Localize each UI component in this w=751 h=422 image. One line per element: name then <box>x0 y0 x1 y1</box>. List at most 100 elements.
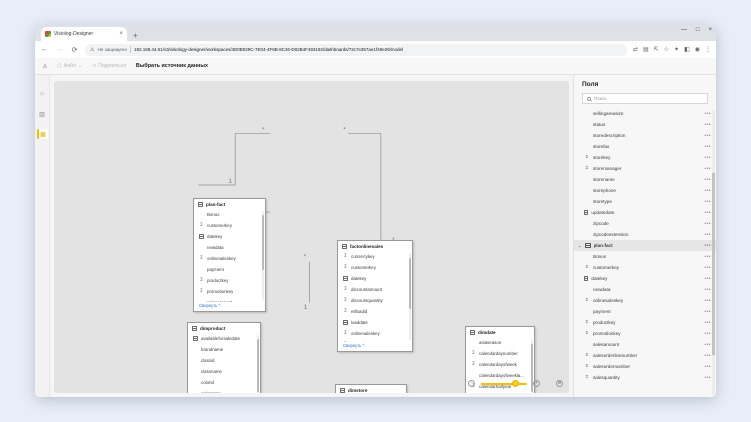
entity-card-scrollbar[interactable] <box>257 335 259 393</box>
sidebar-item-charts[interactable]: ▥ <box>39 111 45 118</box>
entity-field[interactable]: brandname <box>188 344 256 355</box>
entity-field[interactable]: payment <box>194 264 261 275</box>
entity-field[interactable]: calendarhalfyearlabel <box>466 392 530 393</box>
bookmark-star-icon[interactable]: ☆ <box>663 47 670 53</box>
screenshot-icon[interactable]: ▤ <box>642 47 649 53</box>
fields-list-item[interactable]: storedescription••• <box>574 130 716 141</box>
browser-tab[interactable]: Visiolog-Designer × <box>41 27 127 41</box>
row-menu-icon[interactable]: ••• <box>704 341 711 348</box>
row-menu-icon[interactable]: ••• <box>704 121 711 128</box>
fields-list-item[interactable]: salesamount••• <box>574 339 716 350</box>
row-menu-icon[interactable]: ••• <box>704 374 711 381</box>
fields-list-item[interactable]: newdata••• <box>574 284 716 295</box>
entity-card-scrollbar[interactable] <box>262 211 264 300</box>
entity-field[interactable]: datekey <box>194 231 261 242</box>
row-menu-icon[interactable]: ••• <box>704 253 711 260</box>
minimize-button[interactable]: — <box>680 27 687 33</box>
fields-list-item[interactable]: storename••• <box>574 174 716 185</box>
select-data-source-button[interactable]: Выбрать источник данных <box>135 63 208 69</box>
user-account-icon[interactable]: ◬ <box>43 63 47 69</box>
row-menu-icon[interactable]: ••• <box>704 286 711 293</box>
profile-icon[interactable]: ◉ <box>694 47 700 53</box>
row-menu-icon[interactable]: ••• <box>704 132 711 139</box>
row-menu-icon[interactable]: ••• <box>704 330 711 337</box>
close-tab-icon[interactable]: × <box>119 31 123 37</box>
share-menu-button[interactable]: ⋖ Поделиться <box>92 63 126 69</box>
sidebar-item-home[interactable]: ⌂ <box>40 91 44 97</box>
entity-field[interactable]: asiaseason <box>466 337 530 348</box>
row-menu-icon[interactable]: ••• <box>704 297 711 304</box>
row-menu-icon[interactable]: ••• <box>704 242 711 249</box>
file-menu-button[interactable]: ▢ Файл ⌄ <box>57 63 82 69</box>
entity-field[interactable]: datekey <box>338 273 408 284</box>
entity-card-dimstore[interactable]: dimstoreaddressline1addressline2closedat… <box>335 384 407 393</box>
entity-field[interactable]: newdata <box>194 242 261 253</box>
row-menu-icon[interactable]: ••• <box>704 198 711 205</box>
entity-card-scrollbar[interactable] <box>531 339 533 393</box>
fields-list-item[interactable]: storetype••• <box>574 196 716 207</box>
translate-icon[interactable]: ⇄ <box>632 47 638 53</box>
entity-field[interactable]: availableforsaledate <box>188 333 256 344</box>
close-window-button[interactable]: × <box>708 27 712 33</box>
fields-list-item[interactable]: Bonus••• <box>574 251 716 262</box>
zoom-slider[interactable] <box>481 379 527 387</box>
entity-field[interactable]: colorid <box>188 377 256 388</box>
reload-icon[interactable]: ⟳ <box>71 46 78 54</box>
row-menu-icon[interactable]: ••• <box>704 275 711 282</box>
fields-list-item[interactable]: storephone••• <box>574 185 716 196</box>
side-panel-icon[interactable]: ◧ <box>684 47 690 53</box>
entity-card-scrollbar[interactable] <box>409 253 411 340</box>
row-menu-icon[interactable]: ••• <box>704 110 711 117</box>
row-menu-icon[interactable]: ••• <box>704 143 711 150</box>
new-tab-button[interactable]: + <box>133 31 138 40</box>
zoom-out-button[interactable]: − <box>468 380 475 387</box>
sidebar-item-data-model[interactable]: ▩ <box>36 129 48 139</box>
forward-icon[interactable]: → <box>56 46 63 53</box>
entity-field[interactable]: calendardayofweekla... <box>466 370 530 381</box>
fields-search-box[interactable]: Поиск <box>582 93 708 104</box>
row-menu-icon[interactable]: ••• <box>704 187 711 194</box>
entity-field[interactable]: colorname <box>188 388 256 393</box>
maximize-button[interactable]: □ <box>695 27 700 33</box>
zoom-in-button[interactable]: + <box>533 380 540 387</box>
entity-card-header[interactable]: dimdate <box>466 327 534 337</box>
fields-list-item[interactable]: datekey••• <box>574 273 716 284</box>
fields-list-item[interactable]: payment••• <box>574 306 716 317</box>
fields-list-item[interactable]: zipcodeextension••• <box>574 229 716 240</box>
row-menu-icon[interactable]: ••• <box>704 231 711 238</box>
fields-list-item[interactable]: updatedate••• <box>574 207 716 218</box>
row-menu-icon[interactable]: ••• <box>704 352 711 359</box>
row-menu-icon[interactable]: ••• <box>704 363 711 370</box>
fields-table-row[interactable]: ⌄plan-fact••• <box>574 240 716 251</box>
fields-list-item[interactable]: sellingareasize••• <box>574 108 716 119</box>
back-icon[interactable]: ← <box>41 46 48 53</box>
row-menu-icon[interactable]: ••• <box>704 209 711 216</box>
collapse-link[interactable]: Свернуть ^ <box>199 303 221 308</box>
entity-card-header[interactable]: plan-fact <box>194 199 265 209</box>
chevron-down-icon[interactable]: ⌄ <box>578 243 582 248</box>
